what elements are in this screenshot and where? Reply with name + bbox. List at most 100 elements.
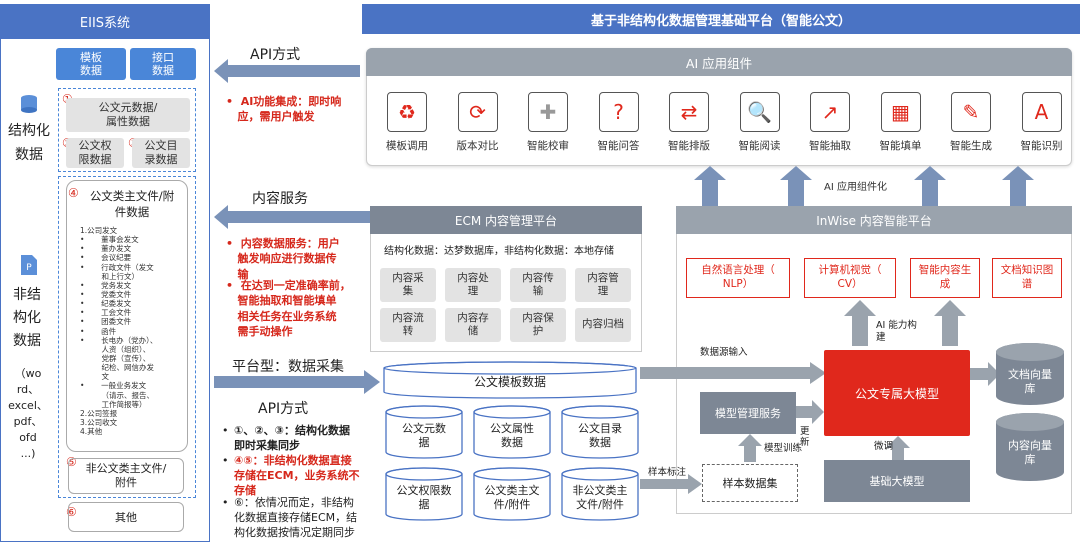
inwise-capability: 计算机视觉（ CV）: [804, 258, 896, 298]
template-db-label: 公文模板数据: [473, 374, 546, 389]
sample-label: 样本标注: [648, 467, 687, 478]
non-main-file-box: 非公文类主文件/ 附件: [68, 458, 184, 494]
content-vec-db-label: 内容向量 库: [1008, 438, 1052, 466]
mgmt-to-model-arrow: [796, 400, 824, 424]
smart-qa-icon: ?: [598, 92, 639, 132]
smart-fill-icon: ▦: [880, 92, 921, 132]
inwise-capability: 文档知识图 谱: [992, 258, 1062, 298]
ai-componentization-label: AI 应用组件化: [824, 182, 887, 193]
ai-item-label: 智能生成: [950, 140, 992, 152]
smart-review-icon: ✚: [528, 92, 568, 132]
ai-item-version-compare: ⟳版本对比: [443, 92, 513, 153]
ai-item-label: 智能问答: [597, 140, 640, 152]
sample-set-box: 样本数据集: [702, 464, 798, 502]
vector-db-cylinder: [996, 343, 1064, 405]
db-label: 公文元数 据: [402, 421, 446, 449]
database-icon: [21, 95, 37, 113]
ai-item-label: 模板调用: [386, 140, 428, 152]
data-source-arrow: [640, 362, 826, 384]
unstructured-label: 非结 构化 数据: [13, 287, 41, 350]
smart-read-icon: 🔍: [739, 92, 780, 132]
update-label: 更 新: [800, 426, 810, 449]
base-model-box: 基础大模型: [824, 460, 970, 502]
train-arrow: [738, 434, 762, 462]
ai-build-label: AI 能力构 建: [876, 320, 917, 344]
api2-bullet-3: ⑥：依情况而定，非结构 化数据直接存储ECM，结 构化数据按情况定期同步: [234, 496, 358, 539]
smart-recognize-icon: A: [1021, 92, 1062, 132]
api1-arrow: [214, 59, 360, 83]
meta-data-box: 公文元数据/ 属性数据: [66, 98, 190, 132]
ecm-cell: 内容保 护: [510, 308, 566, 342]
smart-extract-icon: ↗: [810, 92, 850, 132]
content-bullet-1: • 内容数据服务：用户 触发响应进行数据传 输: [226, 237, 340, 281]
platform-arrow: [214, 370, 380, 394]
template-data-box: 模板 数据: [56, 48, 126, 80]
ecm-cell: 内容处 理: [445, 268, 501, 302]
smart-generate-icon: ✎: [951, 92, 991, 132]
ai-item-smart-review: ✚智能校审: [513, 92, 583, 153]
ai-item-smart-read: 🔍 智能阅读: [725, 92, 795, 153]
db-cylinder: [561, 467, 639, 521]
ai-item-label: 智能阅读: [738, 140, 781, 152]
api2-bullet-1: ①、②、③：结构化数据 即时采集同步: [234, 424, 350, 452]
vector-db-label: 文档向量 库: [1008, 367, 1052, 395]
ai-item-smart-layout: ⇄ 智能排版: [654, 92, 724, 153]
db-label: 公文权限数 据: [396, 483, 452, 511]
sample-arrow: [640, 474, 702, 494]
eiis-title: EIIS系统: [0, 4, 210, 38]
platform-header: 基于非结构化数据管理基础平台（智能公文）: [362, 4, 1080, 34]
content-arrow: [214, 205, 374, 229]
marker-4: ④: [68, 186, 79, 200]
ecm-title: ECM 内容管理平台: [370, 206, 642, 234]
api2-bullet-3-dot: •: [222, 496, 229, 509]
catalog-data-box: 公文目 录数据: [132, 138, 190, 168]
db-cylinder: [473, 467, 551, 521]
finetune-label: 微调: [874, 441, 894, 452]
main-file-box: [66, 180, 188, 452]
ecm-cell: 内容流 转: [380, 308, 436, 342]
exclusive-model-box: 公文专属大模型: [824, 350, 970, 436]
db-cylinder: [561, 405, 639, 459]
db-label: 公文属性 数据: [490, 421, 534, 449]
ecm-cell: 内容采 集: [380, 268, 436, 302]
ai-item-template-call: ♻模板调用: [372, 92, 442, 153]
db-label: 公文目录 数据: [578, 421, 622, 449]
api2-bullet-2: ④⑤：非结构化数据直接 存储在ECM，业务系统不 存储: [234, 454, 360, 497]
ai-item-smart-generate: ✎ 智能生成: [936, 92, 1006, 153]
ai-build-arrows: [844, 300, 966, 346]
content-vec-db-cylinder: [996, 413, 1064, 481]
ecm-cell: 内容管 理: [575, 268, 631, 302]
unstructured-group: [58, 176, 196, 498]
api2-bullet-1-dot: •: [222, 424, 229, 437]
db-label: 公文类主文 件/附件: [484, 483, 540, 511]
file-icon: P: [21, 255, 37, 275]
api1-title: API方式: [250, 47, 301, 63]
content-bullet-2: • 在达到一定准确率前， 智能抽取和智能填单 相关任务在业务系统 需手动操作: [226, 279, 351, 339]
inwise-title: InWise 内容智能平台: [676, 206, 1072, 234]
api1-text: • AI功能集成：即时响 应，需用户触发: [226, 95, 342, 124]
db-label: 非公文类主 文件/附件: [572, 483, 628, 511]
ecm-cell: 内容传 输: [510, 268, 566, 302]
interface-data-box: 接口 数据: [130, 48, 196, 80]
api2-title: API方式: [258, 401, 309, 417]
other-box: 其他: [68, 502, 184, 532]
data-source-label: 数据源输入: [700, 347, 748, 358]
structured-label: 结构化 数据: [8, 123, 50, 163]
platform-title: 平台型：数据采集: [232, 359, 344, 375]
finetune-arrow: [886, 436, 910, 462]
eiis-panel: [0, 38, 210, 542]
ai-item-label: 智能填单: [879, 140, 922, 152]
ai-item-smart-qa: ? 智能问答: [584, 92, 654, 153]
api2-bullet-2-dot: •: [222, 454, 229, 467]
ai-up-arrows: [694, 166, 1034, 206]
smart-layout-icon: ⇄: [669, 92, 709, 132]
ai-item-label: 智能排版: [668, 140, 710, 152]
version-compare-icon: ⟳: [457, 92, 498, 132]
model-mgmt-box: 模型管理服务: [700, 392, 796, 434]
perm-data-box: 公文权 限数据: [66, 138, 124, 168]
main-file-list: 1.公司发文 • 董事会发文 • 董办发文 • 会议纪要 • 行政文件（发文 和…: [80, 226, 158, 437]
main-file-title: 公文类主文件/附 件数据: [89, 189, 175, 220]
svg-text:P: P: [26, 263, 32, 273]
marker-6: ⑥: [66, 505, 77, 519]
